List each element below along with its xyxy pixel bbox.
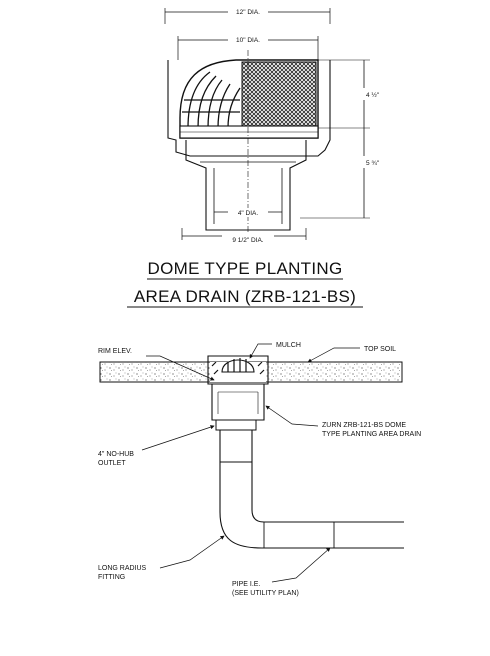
drain-elevation-view: 12" DIA. 10" DIA. <box>164 6 380 244</box>
dim-overall-diameter: 12" DIA. <box>164 6 331 24</box>
drawing-title: DOME TYPE PLANTING AREA DRAIN (ZRB-121-B… <box>127 259 363 308</box>
dome-ribs <box>182 71 241 129</box>
dim-base-diameter: 9 1/2" DIA. <box>181 228 307 244</box>
dim-height-upper-label: 4 ½" <box>366 91 380 99</box>
title-line1: DOME TYPE PLANTING <box>148 259 343 278</box>
label-rim-elev: RIM ELEV. <box>98 348 132 355</box>
dim-outlet-diameter: 4" DIA. <box>214 208 282 217</box>
label-drain-line2: TYPE PLANTING AREA DRAIN <box>322 431 421 438</box>
dim-dome-label: 10" DIA. <box>236 37 260 44</box>
label-drain-line1: ZURN ZRB-121-BS DOME <box>322 422 406 429</box>
label-pipe-line1: PIPE I.E. <box>232 581 260 588</box>
dim-outlet-label: 4" DIA. <box>238 210 259 217</box>
installation-section: RIM ELEV. MULCH TOP SOIL ZURN ZRB-121-BS… <box>98 342 421 597</box>
dim-overall-label: 12" DIA. <box>236 9 260 16</box>
dim-base-label: 9 1/2" DIA. <box>232 237 263 244</box>
dim-height: 4 ½" 5 ¾" <box>300 59 380 219</box>
label-outlet-line1: 4" NO-HUB <box>98 451 134 458</box>
label-top-soil: TOP SOIL <box>364 346 396 353</box>
label-mulch: MULCH <box>276 342 301 349</box>
label-outlet-line2: OUTLET <box>98 460 126 467</box>
dim-dome-diameter: 10" DIA. <box>177 34 319 60</box>
label-fitting-line1: LONG RADIUS <box>98 565 147 572</box>
title-line2: AREA DRAIN (ZRB-121-BS) <box>134 287 356 306</box>
dome-mesh-screen <box>241 61 317 127</box>
label-pipe-line2: (SEE UTILITY PLAN) <box>232 590 299 597</box>
label-fitting-line2: FITTING <box>98 574 125 581</box>
dim-height-lower-label: 5 ¾" <box>366 160 380 167</box>
